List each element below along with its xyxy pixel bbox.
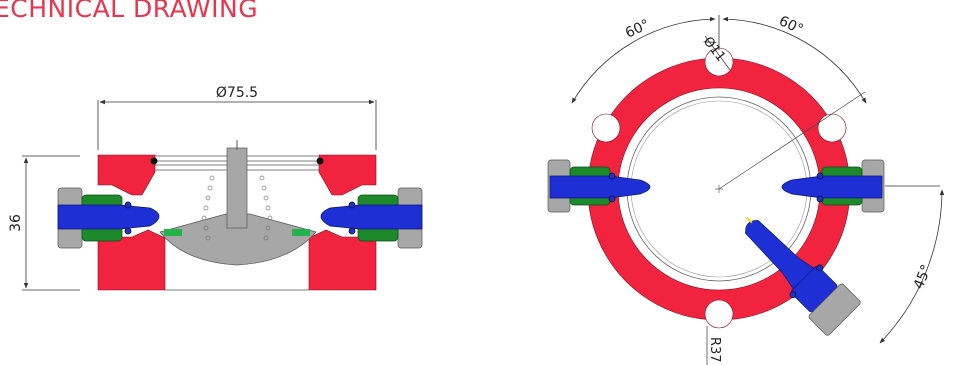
width-dimension-label: Ø75.5 xyxy=(216,85,258,101)
angle-left-label: 60° xyxy=(623,17,652,42)
drawing-title: ECHNICAL DRAWING xyxy=(0,0,259,23)
width-dimension: Ø75.5 xyxy=(97,85,377,150)
left-seal-dot xyxy=(150,157,158,165)
radius-leader xyxy=(718,91,866,190)
left-green-pad xyxy=(164,229,182,236)
right-green-pad xyxy=(292,229,310,236)
radius-dimension-label: R37 xyxy=(707,337,722,363)
hole-leader xyxy=(704,35,731,71)
right-fitting xyxy=(320,187,423,249)
angled-fitting xyxy=(745,216,861,336)
angle-lower-label: 45° xyxy=(911,262,935,291)
side-view: Ø75.5 36 xyxy=(8,85,423,291)
chain-links xyxy=(201,175,273,241)
top-left-fitting xyxy=(547,159,651,213)
right-red-body xyxy=(318,154,377,196)
top-right-fitting xyxy=(781,159,885,213)
left-red-body xyxy=(97,154,156,196)
angle-right-label: 60° xyxy=(776,13,805,38)
angle-arcs xyxy=(571,15,945,344)
height-dimension-label: 36 xyxy=(8,214,24,232)
left-fitting xyxy=(57,187,160,249)
center-stem xyxy=(226,147,248,229)
top-view: 60° 60° Ø11 45° R37 xyxy=(547,13,945,365)
right-seal-dot xyxy=(316,157,324,165)
center-disc xyxy=(159,213,317,266)
height-dimension: 36 xyxy=(8,155,80,291)
